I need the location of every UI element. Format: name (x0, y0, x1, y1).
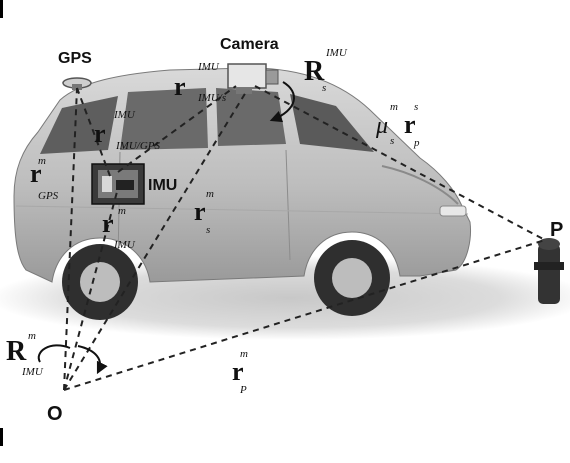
symbol-r-m-s: r m s (194, 188, 214, 236)
symbol-R-m-imu: R m IMU (6, 330, 44, 378)
symbol-r-m-gps: r m GPS (30, 155, 59, 202)
van-hood-line (381, 165, 459, 205)
symbol-R-imu-s: R IMU s (304, 47, 348, 94)
van-rear-window (40, 96, 118, 154)
van-rear-hub (80, 262, 120, 302)
math-symbols: r IMU IMU/s r IMU IMU/GPS r m GPS r m IM… (6, 47, 420, 396)
symbol-mu-m-s: μ m s (375, 101, 398, 147)
svg-text:IMU: IMU (113, 109, 136, 121)
svg-text:R: R (6, 336, 27, 367)
svg-text:m: m (38, 155, 46, 167)
svg-text:m: m (28, 330, 36, 342)
camera-label: Camera (220, 36, 279, 53)
gps-label: GPS (58, 50, 92, 67)
svg-text:s: s (206, 224, 210, 236)
svg-text:m: m (240, 348, 248, 360)
svg-text:r: r (102, 209, 114, 238)
rotation-arrow-origin-top (37, 344, 71, 363)
point-p-label: P (550, 219, 563, 241)
symbol-r-imu-imus: r IMU IMU/s (174, 61, 226, 104)
symbol-r-m-imu: r m IMU (102, 205, 136, 251)
svg-text:IMU: IMU (197, 61, 220, 73)
svg-text:m: m (206, 188, 214, 200)
vector-r-m-p (63, 239, 546, 391)
svg-text:IMU/s: IMU/s (197, 92, 226, 104)
svg-text:s: s (414, 101, 418, 113)
svg-text:IMU: IMU (325, 47, 348, 59)
origin-o-label: O (47, 403, 63, 425)
svg-text:m: m (118, 205, 126, 217)
van-headlight (439, 205, 467, 217)
symbol-r-s-p: r s p (404, 101, 420, 149)
van-side-window-2 (216, 88, 286, 146)
svg-text:IMU/GPS: IMU/GPS (115, 140, 160, 152)
svg-text:IMU: IMU (21, 366, 44, 378)
svg-text:IMU: IMU (113, 239, 136, 251)
van-body-line (15, 205, 469, 215)
svg-text:p: p (413, 137, 420, 149)
svg-text:r: r (174, 72, 186, 101)
imu-label: IMU (148, 177, 177, 194)
vector-r-imu-s (117, 85, 237, 173)
imu-device (91, 163, 145, 205)
rotation-arrow-origin (77, 345, 108, 375)
rotation-arrow-camera (269, 81, 295, 123)
vector-r-imu-gps (76, 87, 111, 177)
target-hydrant (534, 238, 564, 304)
svg-text:s: s (390, 135, 394, 147)
svg-text:r: r (30, 159, 42, 188)
ground-shadow (0, 256, 570, 340)
svg-text:r: r (404, 110, 416, 139)
svg-text:P: P (239, 384, 247, 396)
corner-mark-bottom (0, 428, 3, 446)
camera-device (227, 63, 279, 94)
symbol-r-m-p: r m P (232, 348, 248, 396)
vector-r-m-imu (63, 187, 119, 391)
corner-mark-top (0, 0, 3, 18)
van-door-seam-2 (285, 149, 291, 261)
svg-text:R: R (304, 56, 325, 87)
svg-text:r: r (194, 197, 206, 226)
svg-text:r: r (232, 357, 244, 386)
vector-r-m-s (63, 91, 247, 391)
svg-text:r: r (94, 119, 106, 148)
van-front-hub (332, 258, 372, 298)
vector-lines (63, 85, 546, 391)
svg-text:μ: μ (375, 113, 388, 139)
svg-text:s: s (322, 82, 326, 94)
svg-text:m: m (390, 101, 398, 113)
svg-text:GPS: GPS (38, 190, 59, 202)
van-side-window-1 (120, 88, 208, 150)
symbol-r-imu-imugps: r IMU IMU/GPS (94, 109, 160, 152)
